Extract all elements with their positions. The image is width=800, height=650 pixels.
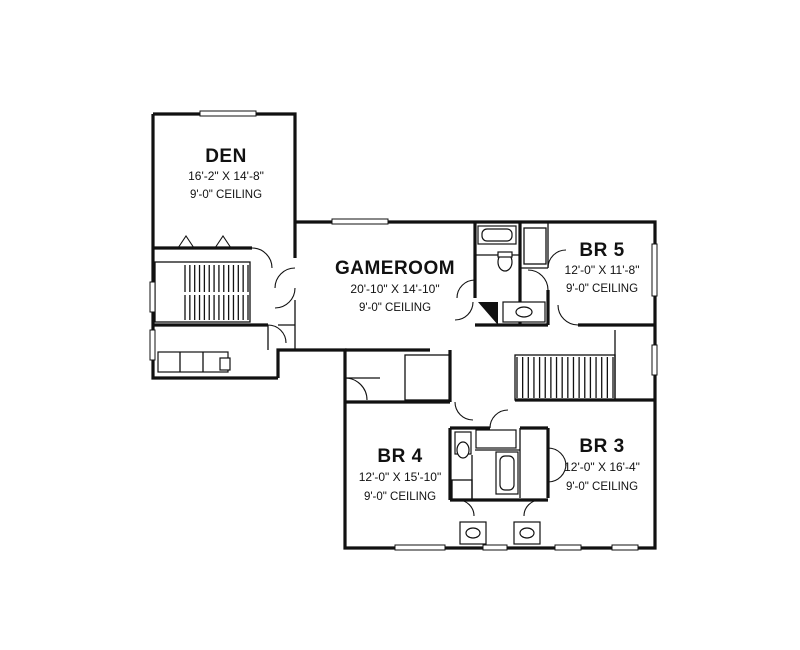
- room-gameroom-size: 20'-10" X 14'-10": [350, 282, 439, 296]
- doors: [177, 235, 579, 517]
- room-br4-ceiling: 9'-0" CEILING: [364, 491, 436, 503]
- room-br3: BR 3 12'-0" X 16'-4" 9'-0" CEILING: [564, 436, 640, 493]
- room-br5-ceiling: 9'-0" CEILING: [566, 283, 638, 295]
- room-den: DEN 16'-2" X 14'-8" 9'-0" CEILING: [188, 146, 264, 201]
- room-br5-name: BR 5: [579, 240, 624, 261]
- room-br4: BR 4 12'-0" X 15'-10" 9'-0" CEILING: [359, 446, 441, 503]
- room-br4-name: BR 4: [377, 446, 422, 467]
- room-den-ceiling: 9'-0" CEILING: [190, 189, 262, 201]
- room-gameroom-name: GAMEROOM: [335, 258, 455, 279]
- room-br4-size: 12'-0" X 15'-10": [359, 470, 441, 484]
- room-br5: BR 5 12'-0" X 11'-8" 9'-0" CEILING: [565, 240, 640, 295]
- room-br3-size: 12'-0" X 16'-4": [564, 460, 640, 474]
- room-gameroom-ceiling: 9'-0" CEILING: [359, 302, 431, 314]
- room-gameroom: GAMEROOM 20'-10" X 14'-10" 9'-0" CEILING: [335, 258, 455, 314]
- room-br5-size: 12'-0" X 11'-8": [565, 263, 640, 277]
- stairs-right: [516, 357, 614, 398]
- stairs-left: [184, 265, 249, 320]
- room-br3-ceiling: 9'-0" CEILING: [566, 481, 638, 493]
- windows: [149, 110, 658, 551]
- room-den-size: 16'-2" X 14'-8": [188, 169, 264, 183]
- bath-fixtures: [157, 225, 546, 545]
- room-den-name: DEN: [205, 146, 247, 167]
- room-br3-name: BR 3: [579, 436, 624, 457]
